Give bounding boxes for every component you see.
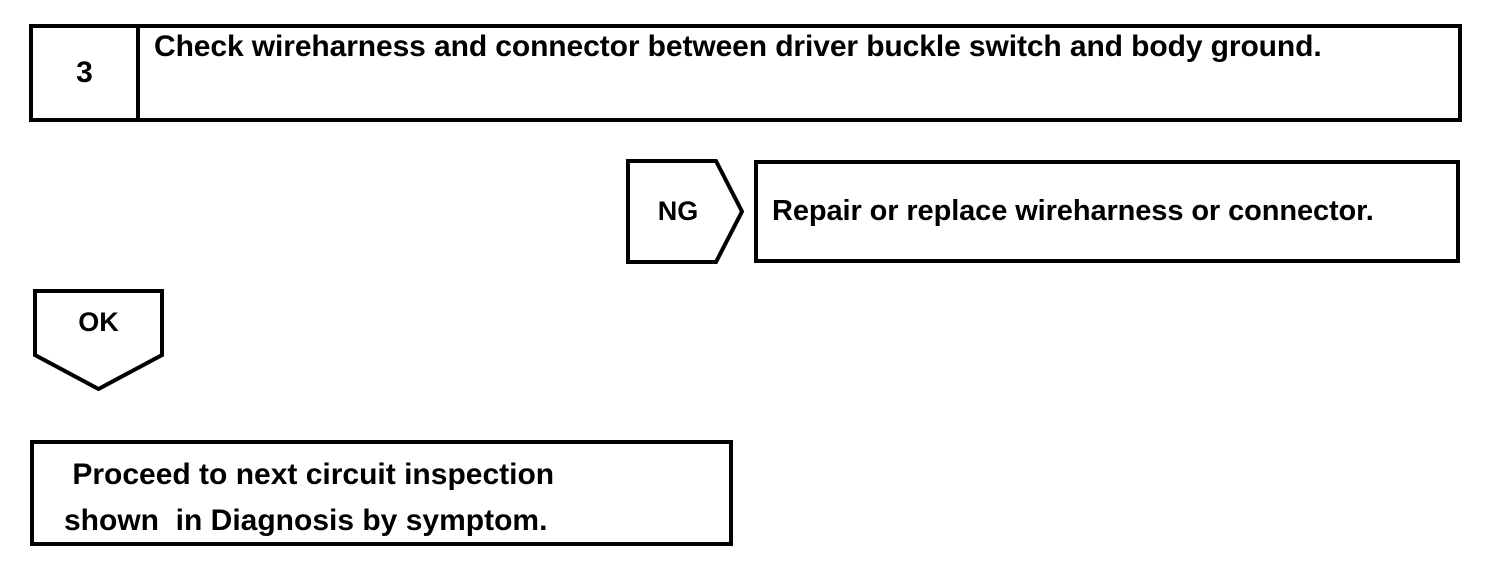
- ok-branch-pentagon-icon: [33, 289, 164, 391]
- step-number-cell: 3: [33, 28, 140, 118]
- outcome-text-line-2: shown in Diagnosis by symptom.: [64, 504, 548, 537]
- step-instruction-cell: Check wireharness and connector between …: [140, 28, 1458, 118]
- ng-branch-label: NG: [657, 196, 699, 226]
- step-instruction-text: Check wireharness and connector between …: [154, 30, 1322, 63]
- ng-result-box: Repair or replace wireharness or connect…: [754, 160, 1460, 263]
- outcome-text-line-1: Proceed to next circuit inspection: [64, 458, 555, 491]
- outcome-box: Proceed to next circuit inspection shown…: [30, 440, 733, 546]
- step-row: 3 Check wireharness and connector betwee…: [29, 24, 1462, 122]
- ng-branch-pentagon-icon: [626, 159, 744, 264]
- step-number: 3: [76, 56, 93, 89]
- ng-result-text: Repair or replace wireharness or connect…: [772, 194, 1374, 227]
- ok-branch-label: OK: [78, 306, 119, 337]
